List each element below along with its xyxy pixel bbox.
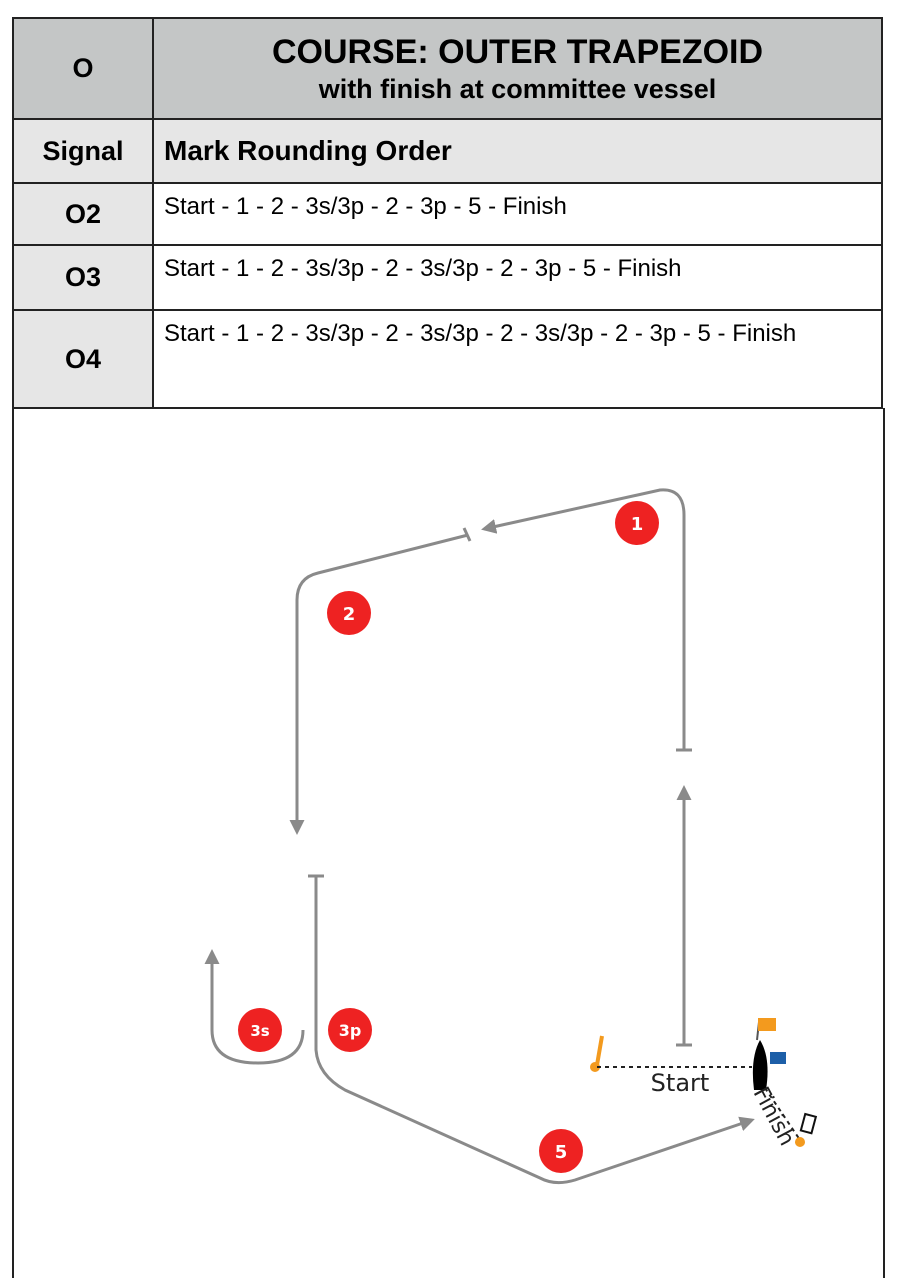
course-table: O COURSE: OUTER TRAPEZOID with finish at… (12, 17, 883, 409)
leg-to-5 (314, 876, 755, 1185)
order-cell: Start - 1 - 2 - 3s/3p - 2 - 3p - 5 - Fin… (152, 182, 883, 246)
signal-header: Signal (12, 118, 154, 184)
mark-3p: 3p (328, 1008, 372, 1052)
leg-to-2 (289, 533, 469, 835)
order-header: Mark Rounding Order (152, 118, 883, 184)
mark-3s: 3s (238, 1008, 282, 1052)
svg-text:2: 2 (343, 604, 356, 625)
mark-5: 5 (539, 1129, 583, 1173)
mark-2: 2 (327, 591, 371, 635)
finish-buoy (799, 1112, 818, 1135)
signal-cell: O4 (12, 309, 154, 409)
mark-1: 1 (615, 501, 659, 545)
order-cell: Start - 1 - 2 - 3s/3p - 2 - 3s/3p - 2 - … (152, 244, 883, 311)
finish-label: Finish (748, 1083, 799, 1150)
svg-text:5: 5 (555, 1142, 568, 1163)
leg-to-1 (481, 488, 686, 750)
svg-text:1: 1 (631, 514, 644, 535)
finish-pin (795, 1137, 805, 1147)
signal-cell: O3 (12, 244, 154, 311)
committee-vessel (752, 1018, 786, 1090)
leg-3s-loop (204, 949, 305, 1065)
start-pin (590, 1035, 604, 1072)
course-code: O (12, 17, 154, 120)
course-title: COURSE: OUTER TRAPEZOID with finish at c… (152, 17, 883, 120)
diagram-cell (12, 408, 885, 1278)
title: COURSE: OUTER TRAPEZOID (271, 32, 764, 71)
start-label: Start (651, 1069, 710, 1097)
svg-text:3s: 3s (250, 1022, 269, 1040)
order-cell: Start - 1 - 2 - 3s/3p - 2 - 3s/3p - 2 - … (152, 309, 883, 409)
svg-text:3p: 3p (339, 1021, 362, 1040)
finish-line (764, 1087, 801, 1141)
subtitle: with finish at committee vessel (318, 73, 717, 104)
signal-cell: O2 (12, 182, 154, 246)
